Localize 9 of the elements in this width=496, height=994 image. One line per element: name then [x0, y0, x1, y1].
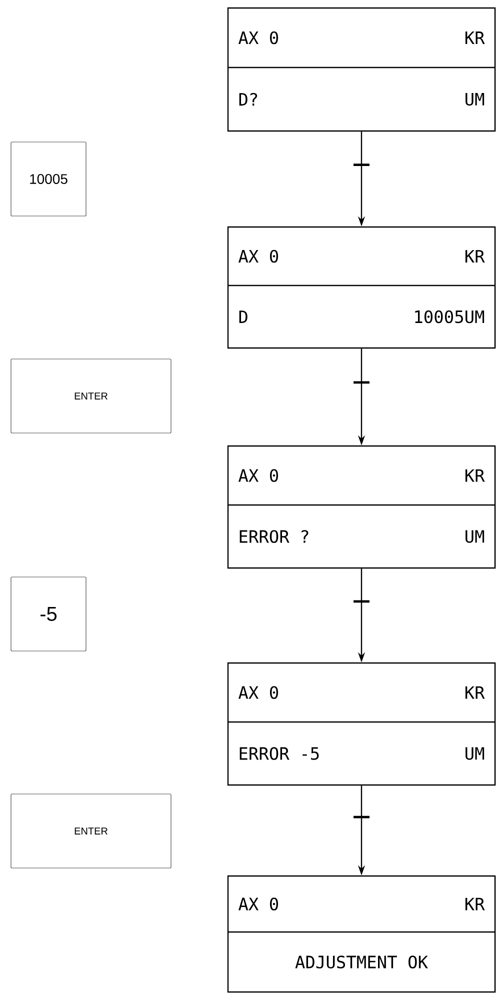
display-box: AX 0 KR D? UM — [227, 7, 496, 132]
display-box: AX 0 KR ERROR ? UM — [227, 445, 496, 569]
key-button: -5 — [10, 576, 86, 652]
key-button: ENTER — [10, 794, 172, 868]
key-button: ENTER — [10, 358, 172, 434]
display-box: AX 0 KR ADJUSTMENT OK — [227, 875, 496, 993]
display-box: AX 0 KR ERROR -5 UM — [227, 662, 496, 786]
display-box: AX 0 KR D 10005UM — [227, 226, 496, 349]
key-button: 10005 — [10, 142, 86, 216]
